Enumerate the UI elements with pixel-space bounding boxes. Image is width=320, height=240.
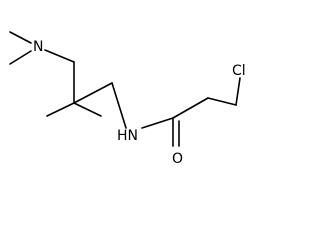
- bond-cquat-ch2: [73, 82, 113, 104]
- bond-n-ch2: [44, 49, 75, 63]
- atom-label-cl: Cl: [232, 63, 246, 79]
- atom-label-n-amine: N: [33, 39, 43, 55]
- bond-ch2-ch2: [207, 97, 237, 106]
- bond-ch2-nh: [111, 82, 127, 129]
- bond-cquat-methyl-left: [46, 102, 75, 117]
- bond-carbonyl-ch2: [172, 97, 209, 119]
- bond-nh-carbonyl: [141, 117, 174, 129]
- bond-methyl-top-n: [9, 31, 32, 44]
- bond-methyl-bottom-n: [9, 50, 32, 65]
- atom-label-o-carbonyl: O: [172, 151, 183, 167]
- structure-diagram: Cl N HN O: [9, 31, 246, 167]
- bond-cquat-methyl-right: [73, 102, 102, 117]
- bond-ch2-cl: [235, 77, 241, 106]
- atom-label-nh-amide: HN: [117, 128, 138, 144]
